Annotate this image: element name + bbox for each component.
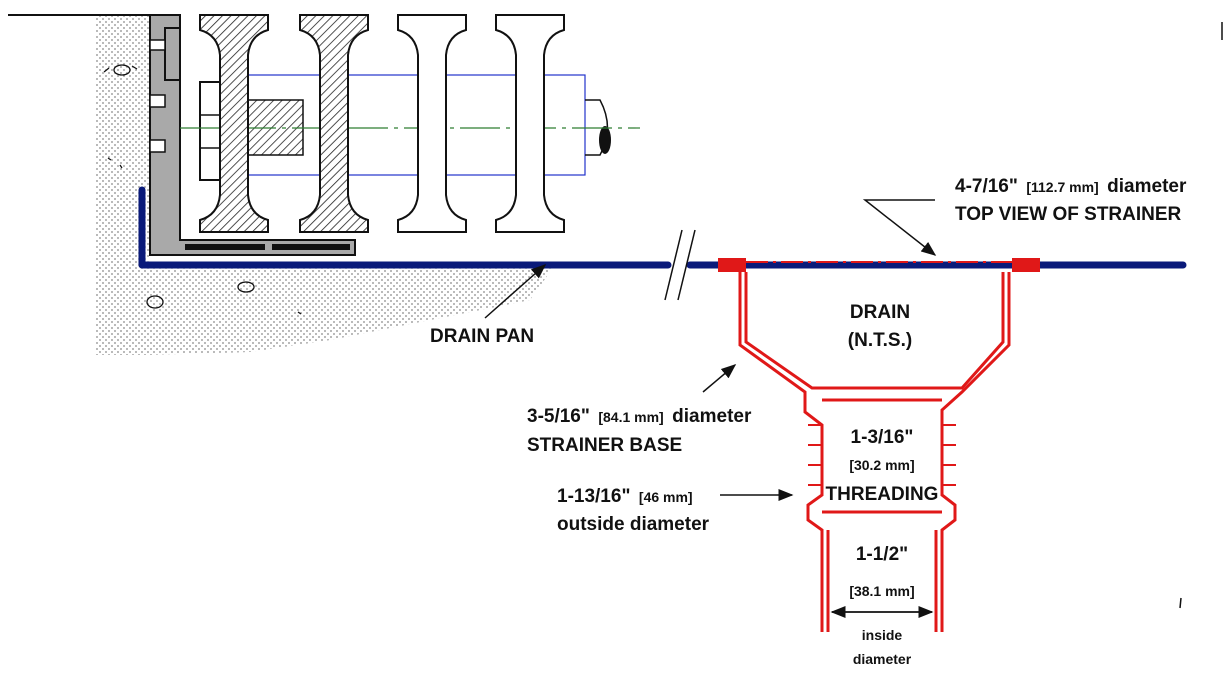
top-view-line2: TOP VIEW OF STRAINER [955, 204, 1182, 225]
drain-body [738, 272, 1011, 632]
inside-word: inside [862, 627, 903, 643]
inside-mm: [38.1 mm] [849, 583, 914, 599]
threading-dim: 1-3/16" [851, 427, 914, 448]
frame-bracket [149, 14, 356, 256]
threading-mm: [30.2 mm] [849, 457, 914, 473]
top-view-label: 4-7/16" [112.7 mm] diameter [955, 176, 1187, 197]
drain-pan-leader [484, 264, 547, 319]
inside-diameter-word: diameter [853, 651, 912, 667]
drain-nts-label: (N.T.S.) [848, 330, 912, 351]
frame-slots [185, 244, 350, 250]
break-lines-icon [664, 229, 696, 301]
outside-diameter-line2: outside diameter [557, 514, 710, 535]
aggregate-marks [103, 64, 302, 315]
drain-pan-label: DRAIN PAN [430, 326, 534, 347]
strainer-base-leader [702, 364, 737, 393]
threading-word: THREADING [826, 484, 939, 505]
grate-bars [199, 14, 565, 233]
drain-flanges [718, 258, 1040, 272]
outside-diameter-label: 1-13/16" [46 mm] [557, 486, 693, 507]
threading-ridges [808, 424, 956, 486]
drain-label: DRAIN [850, 302, 910, 323]
inside-dim: 1-1/2" [856, 544, 908, 565]
drain-pan [138, 186, 672, 269]
strainer-base-label: 3-5/16" [84.1 mm] diameter [527, 406, 752, 427]
strainer-base-line2: STRAINER BASE [527, 435, 682, 456]
top-view-leader [862, 199, 937, 256]
frame-tabs [149, 39, 166, 153]
stray-marks [1179, 22, 1223, 609]
concrete-slab [95, 15, 555, 355]
